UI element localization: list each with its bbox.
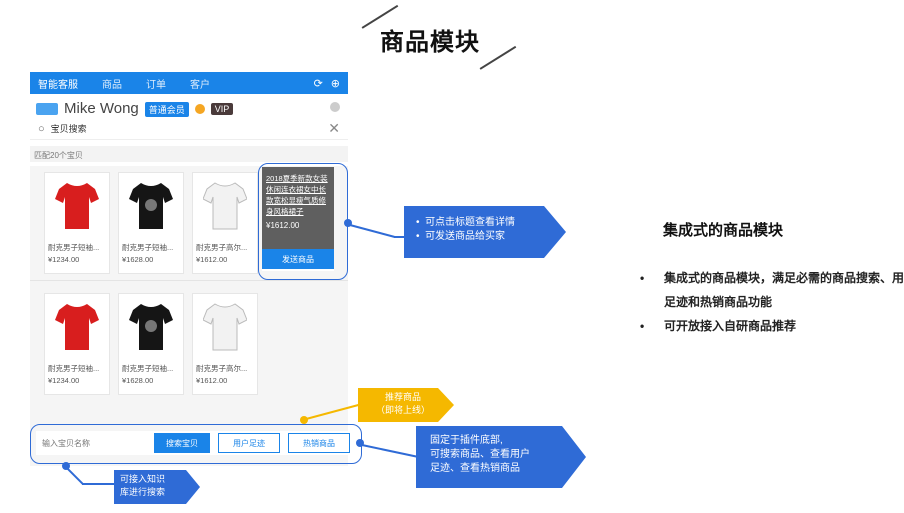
summary-item: •集成式的商品模块，满足必需的商品搜索、用户足迹和热销商品功能 [640, 271, 904, 309]
product-image [45, 173, 109, 239]
callout-line: • 可点击标题查看详情 [416, 217, 516, 228]
product-search-row[interactable]: ○ 宝贝搜索 ✕ [30, 118, 348, 140]
tab-smart-service[interactable]: 智能客服 [38, 79, 78, 91]
product-name[interactable]: 耐克男子短袖... [122, 364, 174, 373]
close-icon[interactable]: ✕ [328, 120, 340, 136]
product-card[interactable]: 耐克男子短袖... ¥1234.00 [44, 172, 110, 274]
product-name[interactable]: 耐克男子短袖... [48, 243, 100, 252]
product-price: ¥1628.00 [122, 376, 154, 385]
callout-line: 固定于插件底部, [430, 435, 503, 446]
widget-top-bar: 智能客服 商品 订单 客户 ⟳ ⊕ [30, 72, 348, 94]
callout-dot [300, 416, 308, 424]
refresh-icon[interactable]: ⟳ [313, 77, 323, 90]
callout-line: • 可发送商品给买家 [416, 231, 506, 242]
member-badge: 普通会员 [144, 101, 189, 117]
callout-recommend-tip [358, 388, 454, 422]
callout-dot [344, 219, 352, 227]
page-title: 商品模块 [380, 29, 480, 56]
callout-line: 可搜索商品、查看用户 [430, 449, 530, 460]
product-title-link[interactable]: 2018夏季新款女装休闲连衣裙女中长款宽松显瘦气质修身风格裙子 [266, 174, 328, 216]
add-circle-icon[interactable]: ⊕ [330, 77, 340, 90]
callout-knowledge-tip [114, 470, 200, 504]
callout-knowledge-text: 可接入知识 库进行搜索 [120, 473, 165, 499]
callout-bottom-text: 固定于插件底部, 可搜索商品、查看用户 足迹、查看热销商品 [430, 434, 530, 476]
product-name-input[interactable] [38, 433, 146, 453]
callout-line: 推荐商品 [384, 392, 421, 402]
product-price: ¥1612.00 [196, 376, 228, 385]
summary-title: 集成式的商品模块 [663, 222, 784, 239]
search-keyword: 宝贝搜索 [50, 124, 87, 134]
coin-icon [194, 104, 205, 114]
search-icon: ○ [38, 122, 45, 135]
callout-line: 可接入知识 [120, 474, 166, 484]
match-count: 匹配20个宝贝 [30, 146, 348, 162]
product-card[interactable]: 耐克男子高尔... ¥1612.00 [192, 293, 258, 395]
user-info-row: Mike Wong 普通会员 VIP [30, 100, 348, 118]
user-close-icon[interactable] [330, 102, 340, 112]
summary-item: •可开放接入自研商品推荐 [640, 319, 797, 333]
product-card[interactable]: 耐克男子短袖... ¥1234.00 [44, 293, 110, 395]
tab-products[interactable]: 商品 [102, 79, 122, 91]
product-hover-overlay: 2018夏季新款女装休闲连衣裙女中长款宽松显瘦气质修身风格裙子 ¥1612.00 [262, 167, 334, 249]
callout-connector [394, 236, 406, 238]
bottom-toolbar: 搜索宝贝 用户足迹 热销商品 [36, 431, 356, 455]
summary-list: •集成式的商品模块，满足必需的商品搜索、用户足迹和热销商品功能 •可开放接入自研… [640, 266, 904, 338]
avatar [36, 103, 58, 115]
row-divider [30, 280, 348, 281]
title-decoration-right [479, 45, 517, 70]
callout-line: （即将上线） [375, 405, 430, 415]
product-price: ¥1234.00 [48, 376, 80, 385]
hover-highlight-ring [258, 163, 348, 280]
product-image [45, 294, 109, 360]
user-name: Mike Wong [64, 100, 139, 117]
product-price: ¥1628.00 [122, 255, 154, 264]
callout-connector [82, 483, 116, 485]
product-card[interactable]: 耐克男子短袖... ¥1628.00 [118, 293, 184, 395]
hovered-product-card[interactable]: 2018夏季新款女装休闲连衣裙女中长款宽松显瘦气质修身风格裙子 ¥1612.00… [262, 167, 334, 271]
callout-recommend-text: 推荐商品 （即将上线） [370, 391, 436, 417]
product-image [119, 294, 183, 360]
callout-line: 库进行搜索 [120, 487, 166, 497]
product-price: ¥1234.00 [48, 255, 80, 264]
callout-line: 足迹、查看热销商品 [430, 463, 520, 474]
callout-dot [62, 462, 70, 470]
product-price: ¥1612.00 [196, 255, 228, 264]
callout-connector [361, 444, 417, 458]
product-name[interactable]: 耐克男子短袖... [48, 364, 100, 373]
product-image [119, 173, 183, 239]
search-product-button[interactable]: 搜索宝贝 [154, 433, 210, 453]
send-product-button[interactable]: 发送商品 [262, 249, 334, 269]
product-name[interactable]: 耐克男子短袖... [122, 243, 174, 252]
product-price: ¥1612.00 [266, 221, 300, 230]
hot-products-button[interactable]: 热销商品 [288, 433, 350, 453]
tab-customers[interactable]: 客户 [190, 79, 210, 91]
user-footprint-button[interactable]: 用户足迹 [218, 433, 280, 453]
callout-bottom-tip [416, 426, 586, 488]
callout-hover-text: • 可点击标题查看详情 • 可发送商品给买家 [416, 216, 515, 244]
callout-hover-tip [404, 206, 566, 258]
callout-connector [349, 224, 395, 238]
vip-badge: VIP [210, 103, 234, 115]
product-card[interactable]: 耐克男子短袖... ¥1628.00 [118, 172, 184, 274]
product-name[interactable]: 耐克男子高尔... [196, 243, 248, 252]
tab-orders[interactable]: 订单 [146, 79, 166, 91]
product-card[interactable]: 耐克男子高尔... ¥1612.00 [192, 172, 258, 274]
product-name[interactable]: 耐克男子高尔... [196, 364, 248, 373]
product-image [193, 294, 257, 360]
product-image [193, 173, 257, 239]
callout-dot [356, 439, 364, 447]
